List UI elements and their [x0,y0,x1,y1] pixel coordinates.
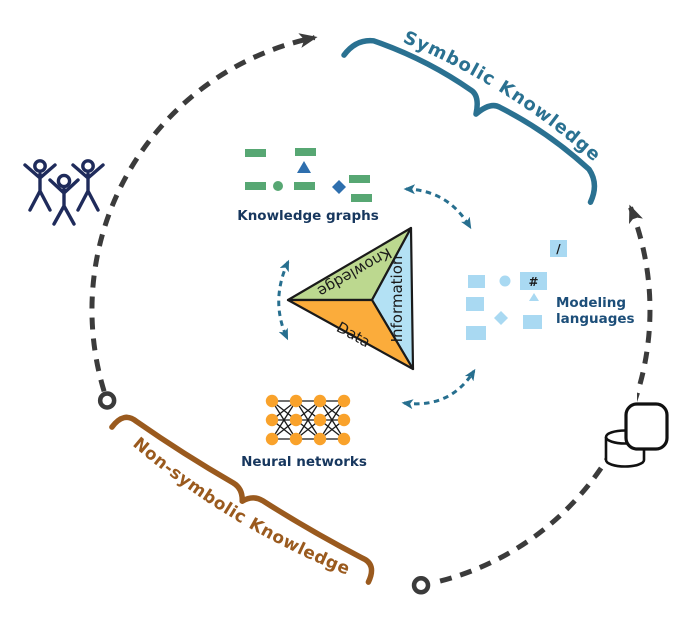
non-symbolic-knowledge-brace [109,414,375,585]
nn-node [289,394,303,408]
knowledge-graphs-icon: Knowledge graphs [237,148,379,224]
person-right-head [81,159,95,173]
people-figures [23,159,105,226]
arrow-kg-ml [403,184,472,230]
nn-node [265,394,279,408]
cycle-start-marker-left [97,391,117,410]
modeling-languages-icon: / # Modeling languages [466,240,635,340]
nn-node [265,432,279,446]
ml-hash-glyph: # [528,275,538,289]
nn-node [337,413,351,427]
person-left [23,163,57,212]
cycle-arc-left [89,33,318,393]
person-right [71,163,105,212]
ml-hash-rect [520,272,547,290]
cycle-start-marker-right [411,576,431,595]
modeling-languages-label-line1: Modeling [556,295,626,311]
neural-networks-label: Neural networks [241,454,367,470]
app-rounded-square-icon [624,402,669,451]
ml-shapes [466,240,567,340]
nn-node [289,432,303,446]
knowledge-graphs-label: Knowledge graphs [237,208,379,224]
kg-diamond [332,180,346,194]
nn-edge [295,400,321,440]
dik-triangle [286,226,415,371]
exchange-arrows [277,184,476,410]
ml-triangle [529,293,539,301]
person-center [48,178,80,226]
cloud-icon [49,123,110,173]
arrow-knowledge-data [277,259,290,341]
nn-node [313,432,327,446]
arrow-nn-ml [401,368,476,410]
modeling-languages-label-line2: languages [556,311,635,327]
symbolic-knowledge-brace [341,37,598,205]
nn-node [289,413,303,427]
triangle-information-label: Information [388,256,406,343]
ml-slash-glyph: / [556,242,561,256]
nn-node [337,432,351,446]
kg-green-shapes [245,148,372,202]
ml-slash-square [550,240,567,257]
nn-edge [319,400,345,440]
nn-node [313,394,327,408]
nn-node [313,413,327,427]
kg-blue-shapes [297,161,346,194]
nn-node [337,394,351,408]
person-left-head [33,159,47,173]
nn-node [265,413,279,427]
data-sources-icon [600,391,669,468]
kg-triangle [297,161,311,173]
community-icon [23,123,110,226]
symbolic-knowledge-label: Symbolic Knowledge [400,27,605,166]
person-center-head [56,173,72,189]
nn-edge [271,400,297,440]
ml-diamond [494,311,508,325]
triangle-data-region [286,298,415,371]
neural-network-icon [265,394,351,446]
